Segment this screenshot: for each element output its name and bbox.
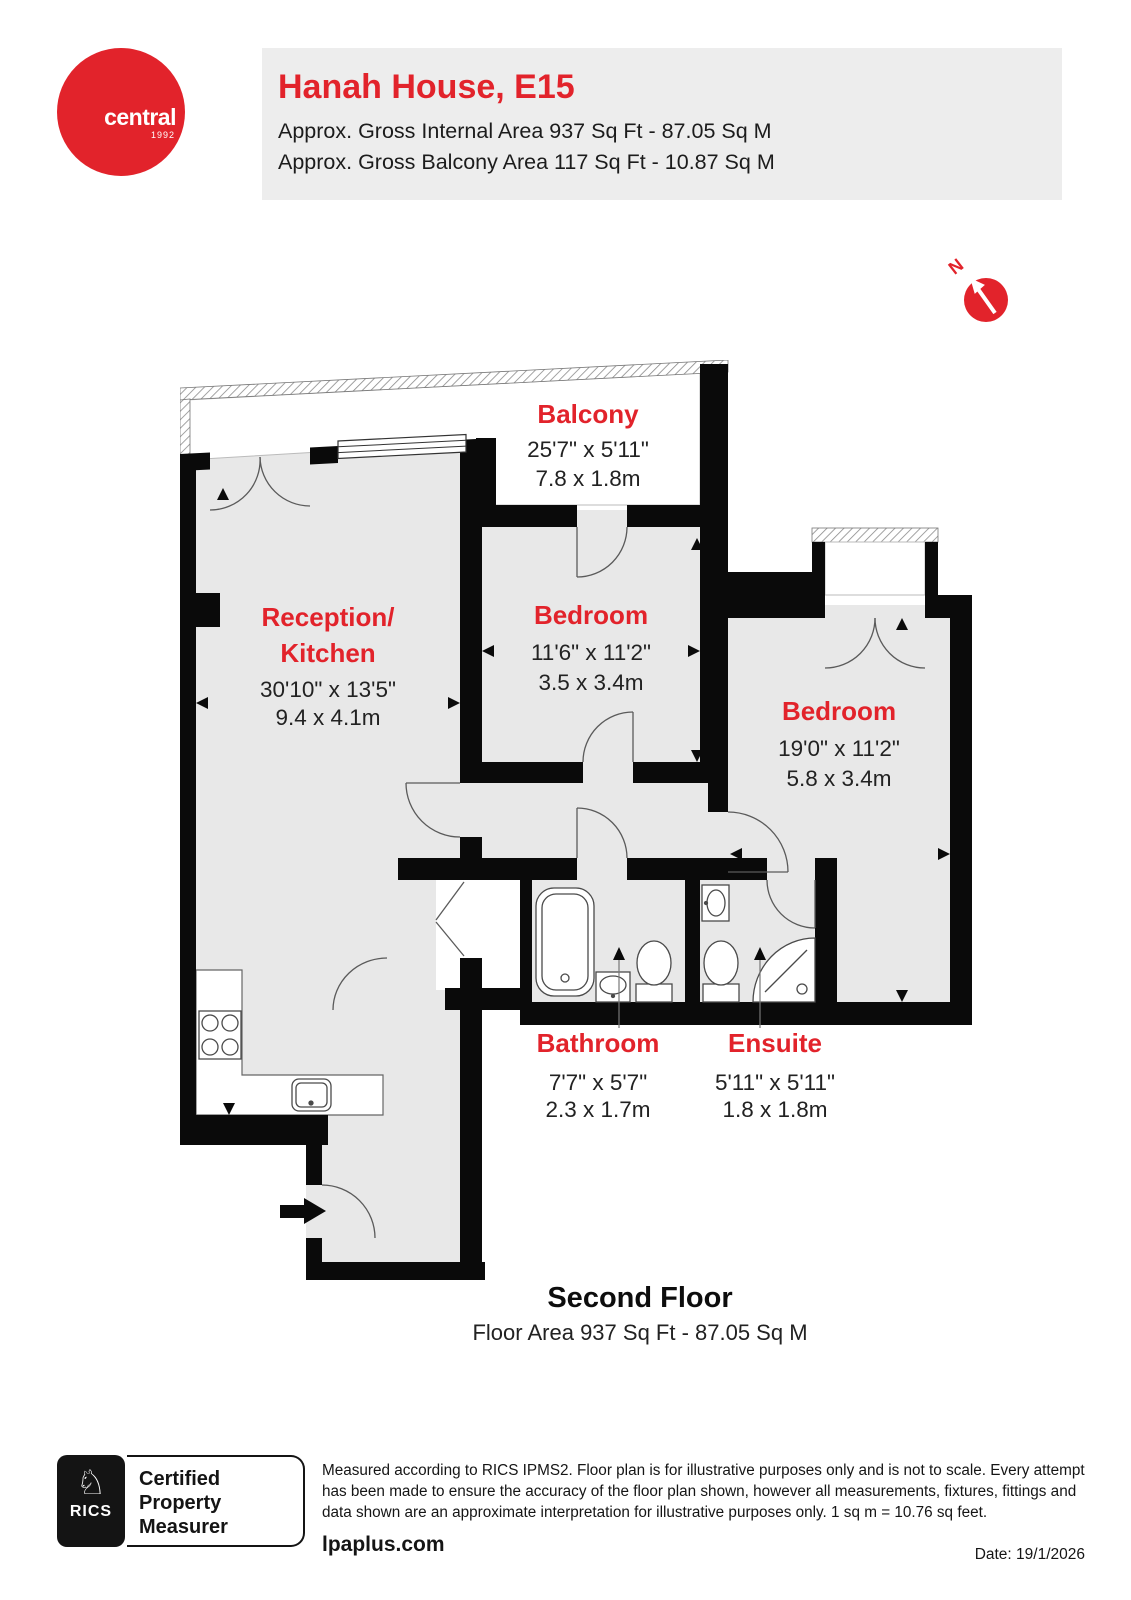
kitchen-hob bbox=[198, 1010, 242, 1060]
gross-balcony-area: Approx. Gross Balcony Area 117 Sq Ft - 1… bbox=[278, 150, 775, 174]
bathtub bbox=[535, 887, 595, 997]
fixtures bbox=[198, 884, 816, 1112]
doors bbox=[209, 456, 926, 1239]
bedroom1-door bbox=[582, 711, 634, 763]
label-leader-lines bbox=[618, 960, 761, 1028]
balcony-imperial: 25'7" x 5'11" bbox=[527, 437, 649, 462]
agency-logo-brand: central bbox=[104, 104, 176, 130]
reception-kitchen-floor bbox=[188, 444, 476, 1262]
property-title: Hanah House, E15 bbox=[278, 68, 575, 106]
website-text: lpaplus.com bbox=[322, 1533, 445, 1556]
ensuite-door bbox=[766, 879, 816, 929]
walls bbox=[180, 364, 972, 1280]
bedroom2-balcony-floor bbox=[824, 541, 926, 596]
room-labels: Balcony 25'7" x 5'11" 7.8 x 1.8m Recepti… bbox=[260, 399, 900, 1122]
bedroom1-label: Bedroom bbox=[534, 600, 648, 630]
compass-north-label: N bbox=[945, 255, 968, 279]
bedroom2-imperial: 19'0" x 11'2" bbox=[778, 736, 900, 761]
reception-window bbox=[337, 433, 467, 460]
ensuite-toilet bbox=[702, 940, 740, 1003]
reception-balcony-door bbox=[209, 456, 311, 511]
bathroom-imperial: 7'7" x 5'7" bbox=[549, 1070, 647, 1095]
entry-arrow-icon bbox=[280, 1198, 326, 1224]
floor-caption: Second Floor Floor Area 937 Sq Ft - 87.0… bbox=[140, 1282, 1131, 1346]
bathroom-metric: 2.3 x 1.7m bbox=[545, 1097, 650, 1122]
agency-logo: central 1992 bbox=[57, 48, 185, 176]
rics-lion-icon: ♘ bbox=[75, 1464, 107, 1502]
bathroom-label: Bathroom bbox=[537, 1028, 660, 1058]
badge-line-3: Measurer bbox=[139, 1516, 228, 1538]
bedroom2-balcony-hatched-edge bbox=[811, 527, 939, 543]
reception-imperial: 30'10" x 13'5" bbox=[260, 677, 396, 702]
ensuite-imperial: 5'11" x 5'11" bbox=[715, 1070, 835, 1095]
reception-metric: 9.4 x 4.1m bbox=[275, 705, 380, 730]
north-compass-icon: N bbox=[938, 252, 1028, 342]
rics-badge: ♘ RICS bbox=[57, 1455, 125, 1547]
bedroom2-metric: 5.8 x 3.4m bbox=[786, 766, 891, 791]
date-text: Date: 19/1/2026 bbox=[974, 1546, 1085, 1563]
closet-doors bbox=[435, 881, 465, 957]
ensuite-metric: 1.8 x 1.8m bbox=[722, 1097, 827, 1122]
floor-area: Floor Area 937 Sq Ft - 87.05 Sq M bbox=[472, 1320, 808, 1345]
certified-measurer-badge: Certified Property Measurer bbox=[127, 1455, 305, 1547]
shower bbox=[752, 937, 816, 1003]
bathroom-sink bbox=[595, 971, 631, 1003]
entry-door bbox=[321, 1184, 376, 1239]
reception-door bbox=[405, 782, 461, 838]
badge-line-1: Certified bbox=[139, 1468, 221, 1490]
header-panel: Hanah House, E15 Approx. Gross Internal … bbox=[262, 48, 1062, 200]
balcony-label: Balcony bbox=[537, 399, 639, 429]
bedroom2-balcony-door bbox=[824, 617, 926, 669]
balcony-hatched-edge bbox=[179, 359, 939, 543]
bathroom-door bbox=[576, 807, 628, 859]
ensuite-sink bbox=[701, 884, 730, 922]
bedroom1-metric: 3.5 x 3.4m bbox=[538, 670, 643, 695]
bedroom2-floor bbox=[728, 605, 955, 1010]
reception-label-line1: Reception/ bbox=[262, 602, 395, 632]
dimension-markers bbox=[196, 488, 950, 1115]
floorplan-drawing: Balcony 25'7" x 5'11" 7.8 x 1.8m Recepti… bbox=[179, 359, 980, 1280]
bedroom2-label: Bedroom bbox=[782, 696, 896, 726]
bedroom1-floor bbox=[476, 510, 710, 778]
rics-label: RICS bbox=[69, 1503, 113, 1520]
balcony-metric: 7.8 x 1.8m bbox=[535, 466, 640, 491]
kitchen-sink bbox=[291, 1078, 332, 1112]
bedroom2-door bbox=[727, 811, 789, 873]
floor-title: Second Floor bbox=[547, 1282, 733, 1314]
kitchen-hall-door bbox=[332, 957, 388, 1011]
compass-arrow-icon bbox=[970, 278, 997, 315]
agency-logo-year: 1992 bbox=[150, 130, 175, 140]
reception-label-line2: Kitchen bbox=[280, 638, 375, 668]
ensuite-label: Ensuite bbox=[728, 1028, 822, 1058]
bedroom1-balcony-door bbox=[576, 526, 628, 578]
gross-internal-area: Approx. Gross Internal Area 937 Sq Ft - … bbox=[278, 119, 772, 143]
disclaimer-text: Measured according to RICS IPMS2. Floor … bbox=[322, 1462, 1085, 1521]
bedroom1-imperial: 11'6" x 11'2" bbox=[531, 640, 651, 665]
badge-line-2: Property bbox=[139, 1492, 222, 1514]
bathroom-toilet bbox=[635, 940, 673, 1003]
